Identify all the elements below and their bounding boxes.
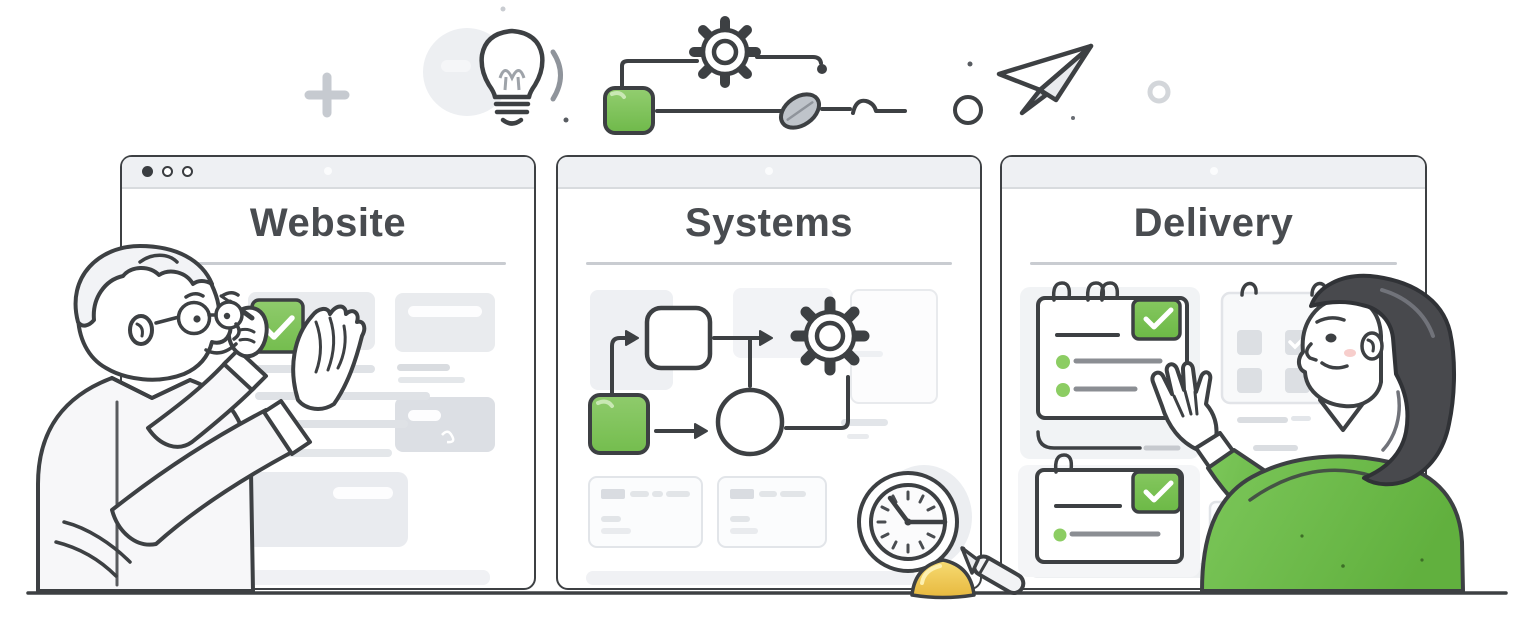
window-controls (142, 166, 193, 177)
window-titlebar (122, 157, 534, 189)
paper-plane-icon (996, 43, 1094, 116)
panel-delivery: Delivery (1000, 155, 1427, 590)
ring-icon (1147, 80, 1171, 104)
title-divider (1030, 262, 1397, 265)
website-sketch (149, 291, 495, 585)
calendar-pad-icon (1220, 281, 1335, 451)
title-divider (150, 262, 506, 265)
leaf-icon (779, 92, 821, 130)
panel-title-delivery: Delivery (1133, 201, 1294, 245)
check-badge-icon (1130, 469, 1182, 514)
flow-rounded-square (644, 305, 712, 370)
flowchart (587, 296, 869, 456)
titlebar-dot (1209, 167, 1218, 175)
titlebar-dot (324, 167, 332, 175)
window-titlebar (558, 157, 980, 189)
systems-flowchart (585, 287, 938, 585)
panel-systems: Systems (556, 155, 982, 590)
skeleton-card (1208, 500, 1306, 563)
checklist-pad-1 (1035, 280, 1189, 420)
mini-flow (603, 16, 983, 135)
check-badge-icon (1130, 297, 1182, 341)
panel-title-website: Website (249, 201, 407, 245)
checklist-pad-2 (1034, 452, 1184, 564)
flow-gear-icon (790, 296, 869, 375)
window-control-dot (142, 166, 153, 177)
delivery-board (1017, 280, 1390, 578)
gear-icon (689, 16, 761, 88)
flow-green-square (587, 392, 650, 455)
panel-title-systems: Systems (684, 201, 854, 245)
lightbulb-icon (423, 6, 569, 126)
title-divider (586, 262, 952, 265)
panel-website: Website (120, 155, 536, 590)
titlebar-dot (765, 167, 773, 175)
window-titlebar (1002, 157, 1425, 189)
window-control-dot (162, 166, 173, 177)
green-node-icon (603, 86, 655, 135)
flow-circle (715, 387, 784, 456)
check-square-icon (249, 297, 305, 354)
skeleton-cards (587, 475, 827, 548)
plus-icon (304, 72, 350, 118)
window-control-dot (182, 166, 193, 177)
